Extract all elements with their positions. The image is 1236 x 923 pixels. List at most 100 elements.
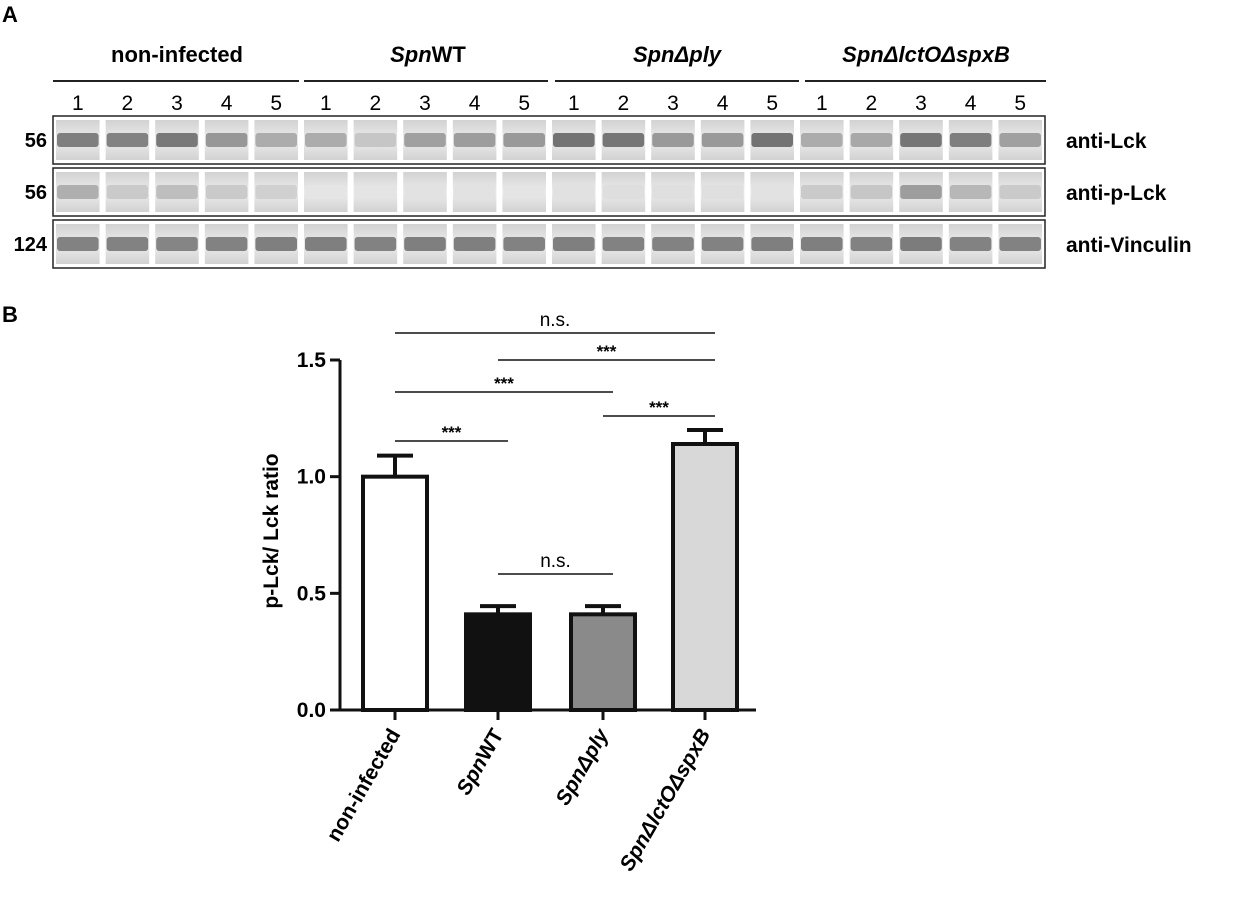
protein-band [949, 185, 992, 199]
protein-band [156, 185, 198, 199]
lane-number: 3 [667, 92, 679, 115]
bar [569, 612, 637, 712]
lane-number: 2 [122, 92, 134, 115]
significance-label: *** [649, 398, 669, 417]
lane-number: 5 [766, 92, 778, 115]
bar-chart-panel: p-Lck/ Lck ratio 0.00.51.01.5 non-infect… [260, 310, 756, 875]
bar [671, 442, 739, 712]
lane-number: 2 [370, 92, 382, 115]
protein-band [503, 185, 545, 199]
lane-number: 1 [320, 92, 332, 115]
protein-band [602, 185, 645, 199]
protein-band [404, 133, 446, 147]
protein-band [453, 185, 496, 199]
x-tick-label: non-infected [322, 725, 405, 846]
protein-band [205, 185, 248, 199]
lane-number: 4 [965, 92, 977, 115]
marker-label: 56 [25, 182, 47, 204]
lane-number: 5 [1014, 92, 1026, 115]
y-tick-label: 0.5 [297, 582, 327, 605]
protein-band [503, 133, 545, 147]
lane-number: 1 [568, 92, 580, 115]
protein-band [602, 237, 645, 251]
protein-band [652, 185, 694, 199]
marker-label: 56 [25, 130, 47, 152]
protein-band [354, 185, 397, 199]
protein-band [503, 237, 545, 251]
protein-band [57, 185, 99, 199]
lane-number: 5 [518, 92, 530, 115]
panel-label-b: B [2, 302, 18, 327]
group-header-non-infected: non-infected [111, 42, 243, 67]
lane-number: 1 [72, 92, 84, 115]
y-axis-label: p-Lck/ Lck ratio [260, 453, 283, 608]
protein-band [801, 133, 843, 147]
blot-strip-p-lck [52, 167, 1046, 217]
lane-number: 3 [171, 92, 183, 115]
significance-label: *** [494, 374, 514, 393]
protein-band [354, 237, 397, 251]
lane-number: 5 [270, 92, 282, 115]
protein-band [949, 237, 992, 251]
lane-number: 3 [419, 92, 431, 115]
protein-band [106, 133, 149, 147]
protein-band [801, 185, 843, 199]
protein-band [156, 133, 198, 147]
protein-band [404, 185, 446, 199]
lane-number: 4 [221, 92, 233, 115]
antibody-label-lck: anti-Lck [1066, 130, 1147, 153]
protein-band [949, 133, 992, 147]
protein-band [553, 185, 595, 199]
protein-band [900, 237, 942, 251]
protein-band [900, 133, 942, 147]
protein-band [106, 185, 149, 199]
marker-label: 124 [14, 234, 48, 256]
antibody-label-p-lck: anti-p-Lck [1066, 182, 1167, 205]
lane-number: 4 [469, 92, 481, 115]
western-blot-panel: non-infected SpnWT SpnΔply SpnΔlctOΔspxB… [14, 42, 1192, 269]
protein-band [453, 237, 496, 251]
protein-band [652, 237, 694, 251]
protein-band [850, 237, 893, 251]
protein-band [255, 133, 297, 147]
blot-strip-lck [52, 115, 1046, 165]
protein-band [701, 237, 744, 251]
x-tick-label: SpnΔply [551, 724, 614, 809]
group-header-spnwt: SpnWT [390, 42, 466, 67]
protein-band [751, 185, 793, 199]
protein-band [801, 237, 843, 251]
group-header-spn-dply: SpnΔply [633, 42, 723, 67]
protein-band [156, 237, 198, 251]
lane-number: 2 [618, 92, 630, 115]
protein-band [57, 237, 99, 251]
lane-number: 4 [717, 92, 729, 115]
protein-band [404, 237, 446, 251]
significance-label: *** [442, 423, 462, 442]
protein-band [255, 185, 297, 199]
protein-band [900, 185, 942, 199]
x-tick-label: SpnWT [452, 725, 508, 799]
significance-label: n.s. [540, 310, 571, 331]
y-tick-label: 1.0 [297, 466, 326, 489]
x-tick-label: SpnΔlctOΔspxB [615, 725, 715, 875]
protein-band [453, 133, 496, 147]
protein-band [751, 133, 793, 147]
bar [361, 474, 429, 712]
group-header-spn-dlcto-dspxb: SpnΔlctOΔspxB [842, 42, 1010, 67]
protein-band [652, 133, 694, 147]
lane-number: 3 [915, 92, 927, 115]
lane-number: 1 [816, 92, 828, 115]
protein-band [751, 237, 793, 251]
protein-band [701, 185, 744, 199]
protein-band [205, 237, 248, 251]
y-tick-label: 0.0 [297, 699, 326, 722]
protein-band [850, 133, 893, 147]
protein-band [305, 185, 347, 199]
protein-band [205, 133, 248, 147]
significance-label: *** [597, 342, 617, 361]
protein-band [553, 237, 595, 251]
protein-band [602, 133, 645, 147]
significance-label: n.s. [540, 551, 571, 572]
protein-band [850, 185, 893, 199]
